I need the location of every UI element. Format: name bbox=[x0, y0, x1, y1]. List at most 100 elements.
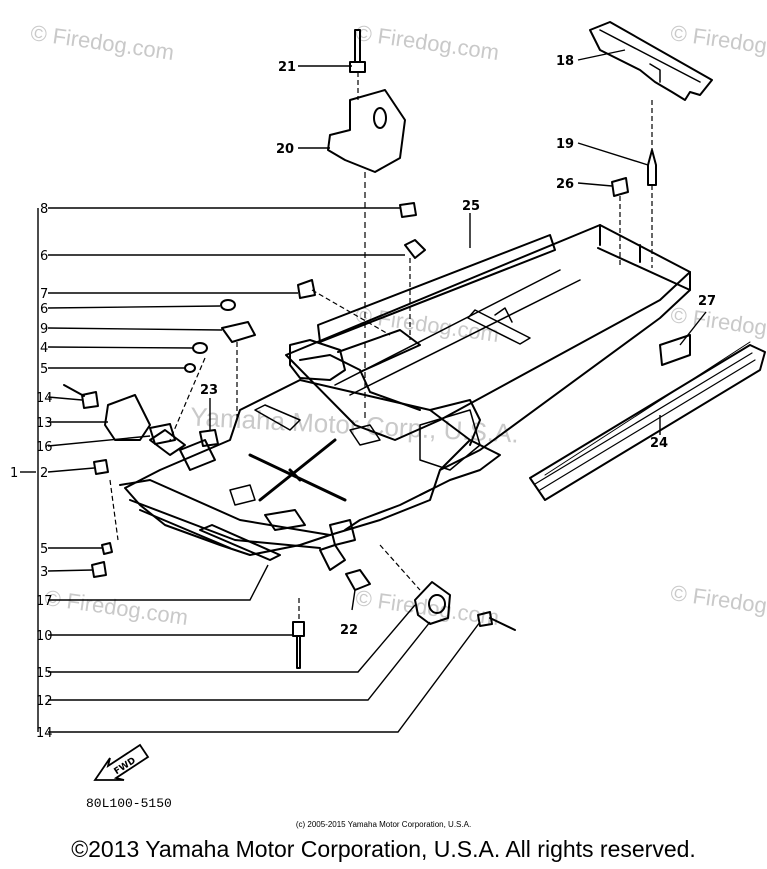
lead-5b: 5 bbox=[40, 542, 48, 557]
tunnel-rear-panel bbox=[597, 224, 691, 291]
part-10-bolt bbox=[292, 621, 305, 669]
lead-16: 16 bbox=[36, 440, 53, 455]
part-9-plate bbox=[221, 321, 256, 343]
deck-bracket bbox=[467, 307, 531, 345]
part-6-washer bbox=[220, 299, 236, 311]
pointer-26 bbox=[577, 182, 613, 187]
lead-9: 9 bbox=[40, 322, 48, 337]
pointer-9 bbox=[47, 327, 223, 331]
lead-6b: 6 bbox=[40, 302, 48, 317]
part-18-bracket bbox=[589, 21, 713, 101]
pointer-16 bbox=[47, 435, 151, 447]
part-24-runner bbox=[529, 344, 766, 501]
lower-pivot bbox=[264, 509, 306, 531]
part-24-ridge bbox=[534, 352, 756, 491]
pointer-3 bbox=[47, 569, 93, 572]
lead-7: 7 bbox=[40, 287, 48, 302]
lead-14a: 14 bbox=[36, 391, 53, 406]
part-15-hub bbox=[428, 594, 446, 614]
callout-26: 26 bbox=[556, 177, 574, 192]
lead-2: 2 bbox=[40, 466, 48, 481]
leader-12-up bbox=[379, 544, 421, 591]
part-6-clip bbox=[404, 239, 426, 259]
pointer-19 bbox=[577, 142, 649, 166]
frame-right-rail bbox=[419, 399, 501, 496]
part-24-edge bbox=[544, 341, 751, 476]
lead-6: 6 bbox=[40, 249, 48, 264]
front-foot-bracket bbox=[329, 519, 356, 546]
pointer-4 bbox=[47, 346, 194, 349]
lead-4: 4 bbox=[40, 341, 48, 356]
part-code: 80L100-5150 bbox=[86, 796, 172, 811]
callout-18: 18 bbox=[556, 54, 574, 69]
lead-12: 12 bbox=[36, 694, 53, 709]
small-copyright: (c) 2005-2015 Yamaha Motor Corporation, … bbox=[295, 820, 472, 829]
part-23-clip bbox=[199, 429, 219, 447]
part-22-clip bbox=[345, 569, 371, 591]
frame-lower-rail bbox=[344, 489, 431, 531]
part-20-mount bbox=[327, 89, 406, 173]
callout-22: 22 bbox=[340, 623, 358, 638]
part-19-rivet bbox=[647, 149, 657, 186]
fwd-arrow-icon bbox=[93, 743, 150, 781]
callout-21: 21 bbox=[278, 60, 296, 75]
leader-4-down bbox=[169, 357, 206, 441]
center-bracket bbox=[229, 484, 256, 506]
bracket-label-1: 1 bbox=[10, 466, 18, 481]
part-5-washer-lower bbox=[101, 542, 113, 555]
pointer-12 bbox=[48, 621, 431, 701]
pointer-15 bbox=[48, 604, 416, 673]
pointer-17 bbox=[48, 564, 269, 601]
front-crossbar bbox=[199, 524, 281, 561]
lead-3: 3 bbox=[40, 565, 48, 580]
pointer-18 bbox=[577, 49, 626, 61]
pointer-2 bbox=[47, 467, 95, 473]
part-12-mount bbox=[414, 581, 451, 625]
part-4-bushing bbox=[192, 342, 208, 354]
front-tower bbox=[289, 339, 346, 381]
upper-bracket bbox=[254, 404, 301, 431]
fwd-label: FWD bbox=[113, 756, 138, 777]
part-18-detail bbox=[599, 29, 701, 83]
part-27-plate bbox=[659, 334, 691, 366]
x-brace bbox=[248, 438, 347, 502]
part-20-hole bbox=[373, 107, 387, 129]
steering-post-mount bbox=[149, 429, 216, 471]
lead-17: 17 bbox=[36, 594, 53, 609]
front-tower-top bbox=[337, 329, 421, 373]
part-7-clip bbox=[297, 279, 316, 299]
callout-24: 24 bbox=[650, 436, 668, 451]
pointer-14a bbox=[47, 396, 83, 401]
mid-bracket bbox=[349, 424, 381, 446]
lead-13: 13 bbox=[36, 416, 53, 431]
leader-2-5 bbox=[109, 479, 119, 541]
part-2-cap bbox=[93, 459, 109, 475]
frame-right-box bbox=[419, 409, 481, 471]
pointer-27 bbox=[679, 311, 707, 346]
part-14-pin bbox=[477, 611, 516, 631]
callout-25: 25 bbox=[462, 199, 480, 214]
lead-15: 15 bbox=[36, 666, 53, 681]
callout-27: 27 bbox=[698, 294, 716, 309]
part-3-cap bbox=[91, 561, 107, 578]
lead-5: 5 bbox=[40, 362, 48, 377]
pointer-22 bbox=[351, 589, 356, 611]
part-14-rivet bbox=[63, 384, 99, 409]
part-13-boot bbox=[104, 394, 151, 441]
pointer-6b bbox=[47, 305, 221, 309]
part-21-rivet bbox=[349, 29, 366, 73]
front-foot bbox=[319, 544, 346, 571]
lead-10: 10 bbox=[36, 629, 53, 644]
lead-8: 8 bbox=[40, 202, 48, 217]
callout-23: 23 bbox=[200, 383, 218, 398]
part-8-grommet bbox=[399, 202, 417, 218]
callout-20: 20 bbox=[276, 142, 294, 157]
part-5-washer bbox=[184, 363, 196, 373]
pointer-14b bbox=[48, 621, 481, 733]
part-16-bushing bbox=[149, 423, 176, 445]
copyright: ©2013 Yamaha Motor Corporation, U.S.A. A… bbox=[71, 836, 696, 862]
deck-side-rail bbox=[299, 354, 421, 411]
part-25-strip bbox=[317, 234, 556, 343]
leader-7-down bbox=[311, 289, 391, 336]
